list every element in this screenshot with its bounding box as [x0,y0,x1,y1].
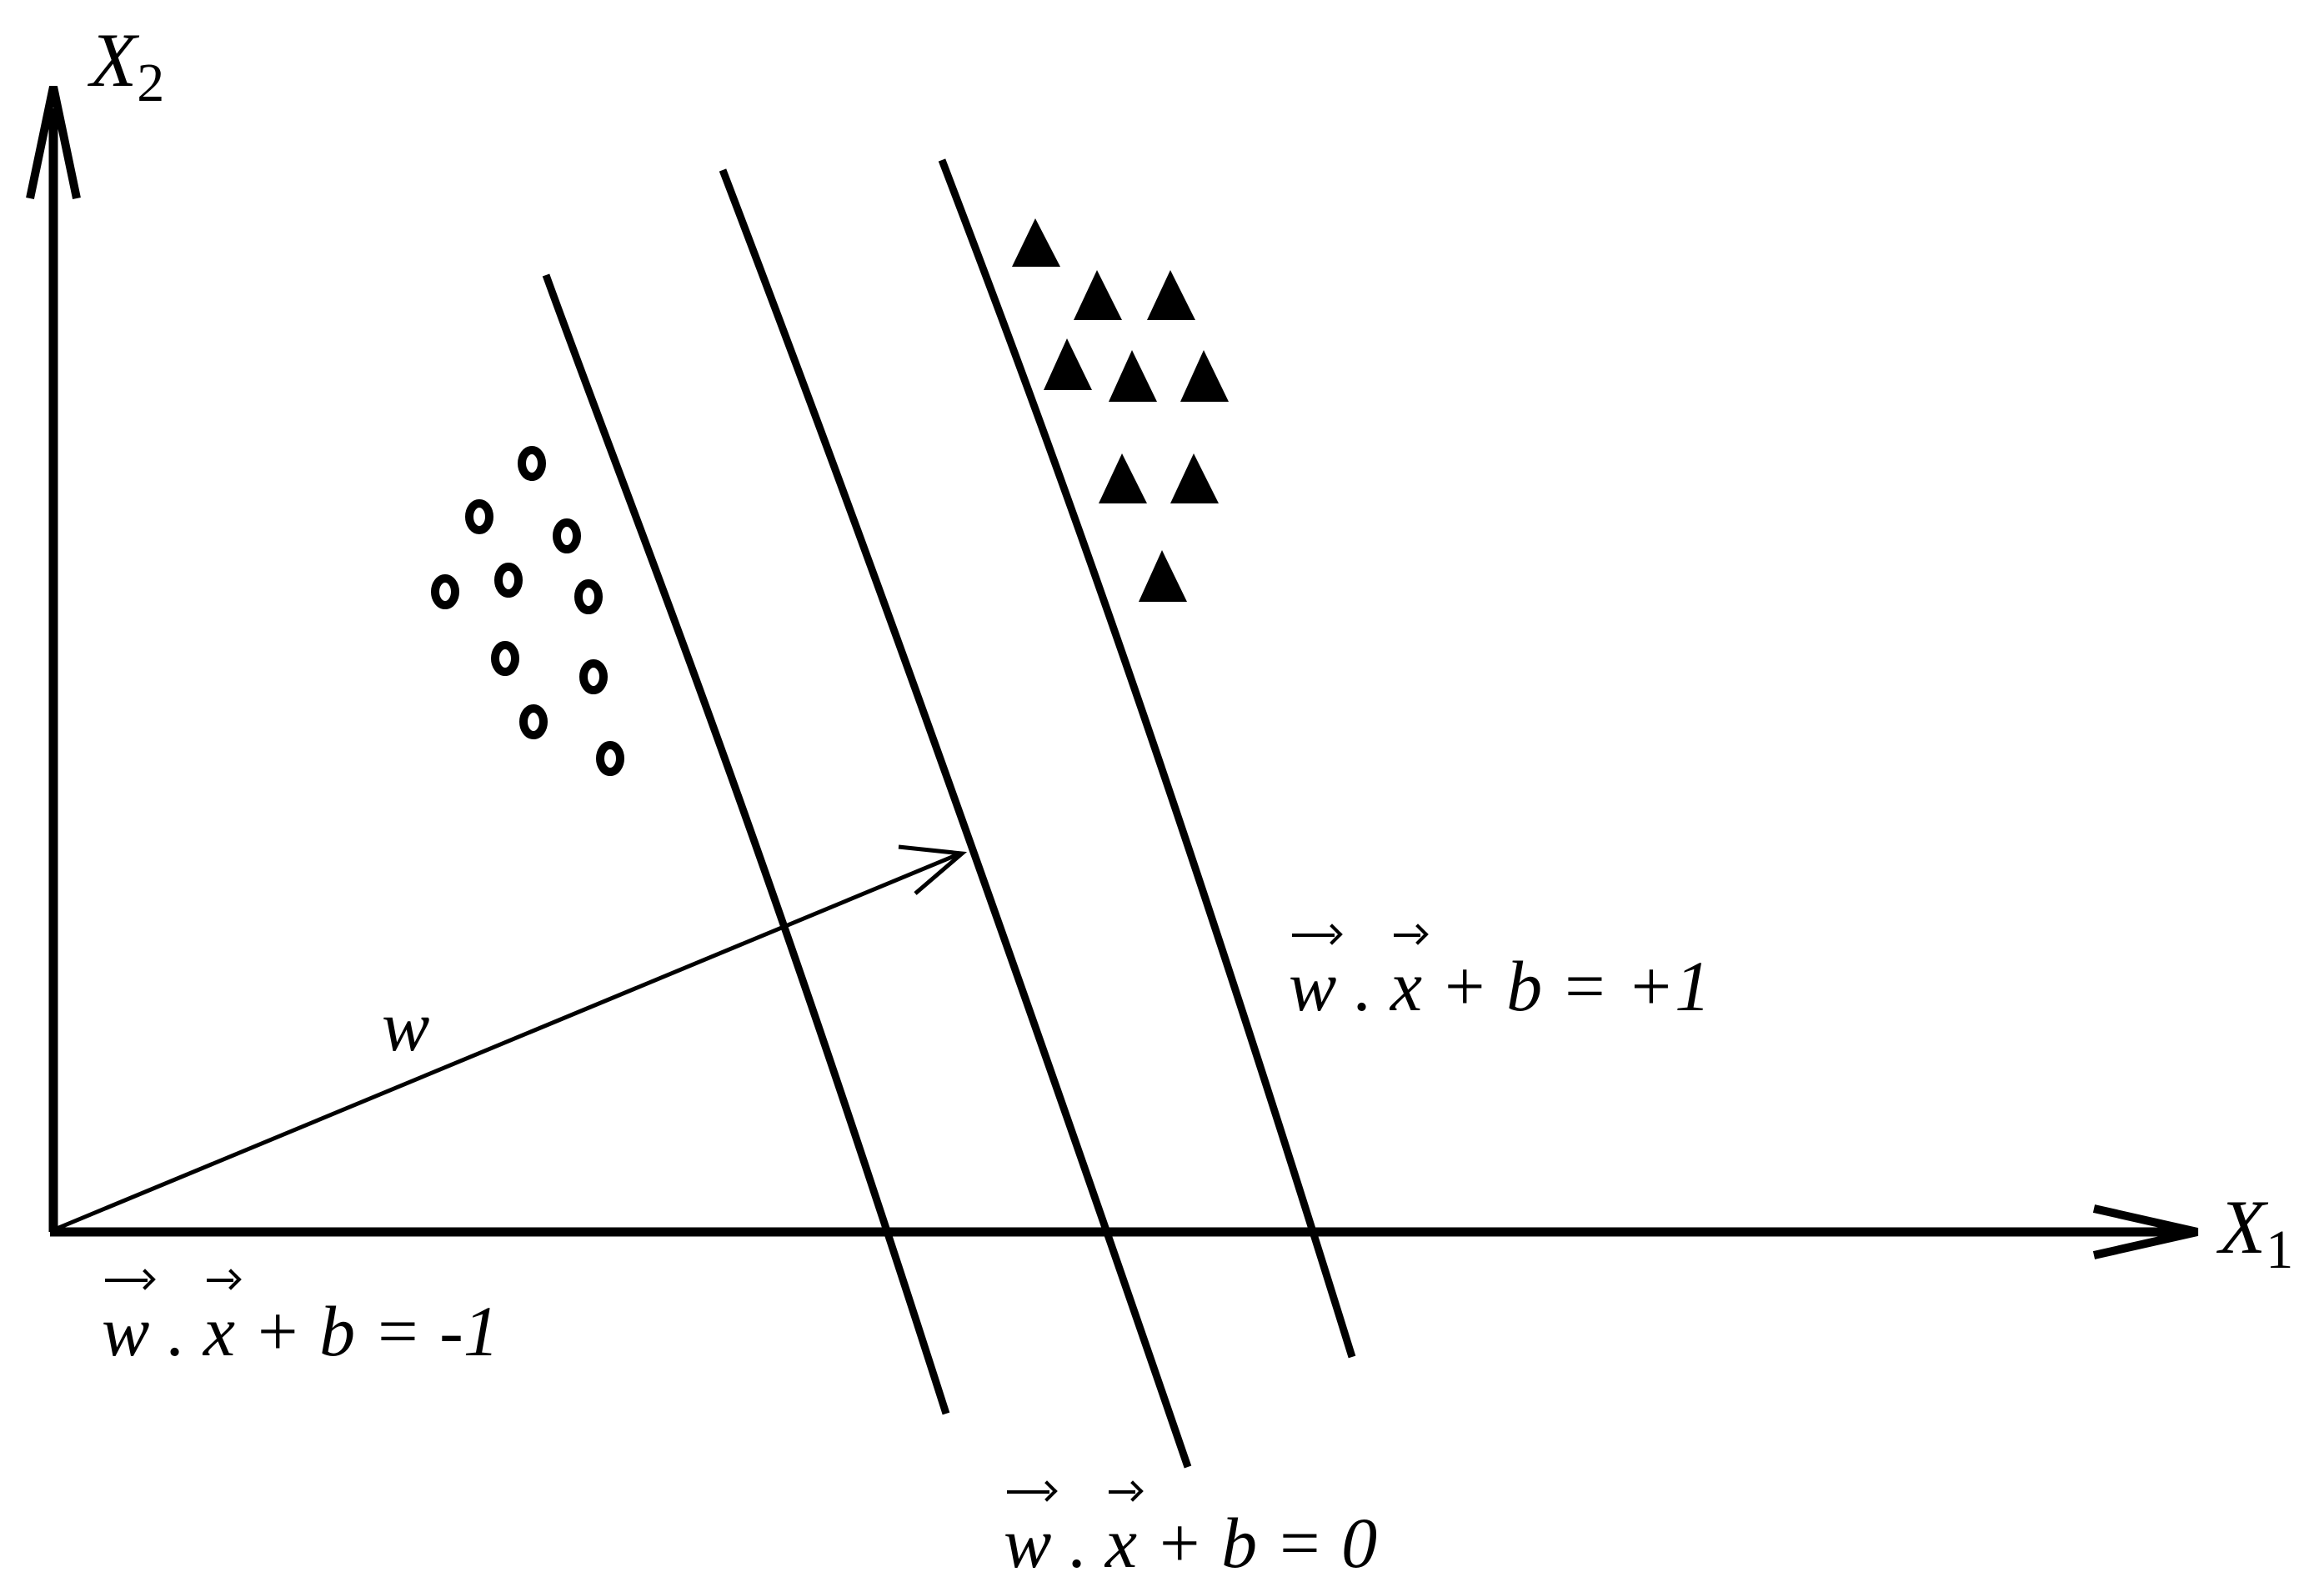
y-axis-arrowhead [26,85,81,200]
weight-vector-label: w [382,986,430,1066]
triangle-point [1012,218,1060,267]
eq-plus-one-w: w [1289,934,1337,1026]
circle-point [465,499,493,534]
eq-plus-one-rest: + b = +1 [1422,946,1711,1026]
triangle-point [1099,453,1147,503]
triangle-point [1147,270,1195,320]
negative-class-points [431,446,624,776]
circle-point [579,659,608,694]
positive-class-points [1012,218,1229,602]
triangle-point [1170,453,1219,503]
eq-minus-one-x: x [203,1279,236,1371]
decision-boundary [719,168,1192,1469]
eq-minus-one-w: w [102,1279,150,1371]
weight-vector [56,851,961,1231]
circle-point [519,704,548,739]
margin-line-negative [542,273,950,1415]
equation-minus-one: w . x + b = -1 [102,1279,499,1371]
circle-point [553,518,581,553]
triangle-point [1074,270,1122,320]
weight-vector-arrowhead [898,844,968,895]
circle-point [494,563,523,598]
eq-zero-dot: . [1051,1503,1105,1583]
eq-zero-w: w [1004,1490,1052,1583]
y-axis-label-main: X [90,18,138,103]
x-axis-label-subscript: 1 [2266,1219,2294,1280]
triangle-point [1044,338,1092,390]
eq-minus-one-rest: + b = -1 [235,1291,499,1371]
x-axis-label: X1 [2219,1189,2293,1278]
triangle-point [1139,550,1187,602]
eq-minus-one-dot: . [149,1291,203,1371]
x-axis-arrowhead [2092,1204,2199,1259]
equation-zero: w . x + b = 0 [1004,1490,1377,1583]
circle-point [574,579,603,614]
eq-zero-rest: + b = 0 [1137,1503,1378,1583]
eq-zero-x: x [1104,1490,1138,1583]
circle-point [491,641,519,676]
circle-point [596,741,624,776]
y-axis-label: X2 [90,22,164,111]
circle-point [431,574,459,609]
triangle-point [1180,350,1229,402]
y-axis-label-subscript: 2 [137,53,165,113]
circle-point [518,446,546,481]
x-axis-label-main: X [2219,1184,2266,1269]
margin-line-positive [938,158,1356,1359]
eq-plus-one-x: x [1390,934,1423,1026]
equation-plus-one: w . x + b = +1 [1289,934,1710,1026]
eq-plus-one-dot: . [1336,946,1390,1026]
triangle-point [1109,350,1157,402]
